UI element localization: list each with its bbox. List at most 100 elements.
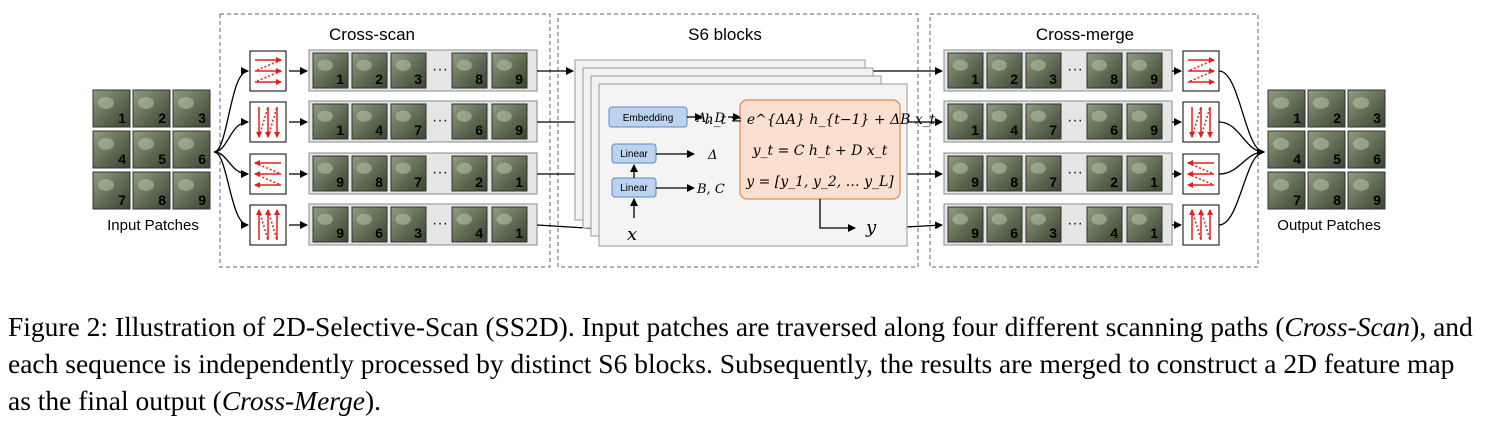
cross-merge-frame xyxy=(929,13,1259,268)
patch-image xyxy=(1267,171,1306,210)
delta-output-label: Δ xyxy=(707,148,717,163)
sequence-patch: 7 xyxy=(1025,155,1062,192)
grid-patch: 5 xyxy=(1307,130,1346,169)
patch-number: 6 xyxy=(1373,151,1381,167)
sequence-patch: 6 xyxy=(1086,103,1123,140)
figure-caption: Figure 2: Illustration of 2D-Selective-S… xyxy=(8,308,1480,419)
scan-jump xyxy=(267,209,278,241)
patch-highlight xyxy=(395,213,411,225)
bc-output-label: B, C xyxy=(696,182,725,197)
patch-number: 8 xyxy=(158,192,166,208)
patch-image xyxy=(1086,52,1123,89)
patch-image xyxy=(451,155,488,192)
patch-image xyxy=(1126,103,1163,140)
patch-image xyxy=(1307,171,1346,210)
patch-highlight xyxy=(1131,59,1147,71)
sequence-patch: 6 xyxy=(351,206,388,243)
patch-image xyxy=(1025,103,1062,140)
patch-number: 7 xyxy=(1049,174,1057,190)
patch-image xyxy=(92,89,131,128)
ellipsis: ··· xyxy=(1067,164,1083,181)
sequence-patch: 8 xyxy=(351,155,388,192)
patch-number: 3 xyxy=(414,71,422,87)
patch-image xyxy=(986,52,1023,89)
patch-highlight xyxy=(456,110,472,122)
caption-italic-cross-merge: Cross-Merge xyxy=(221,385,365,416)
patch-image xyxy=(351,52,388,89)
patch-number: 6 xyxy=(475,122,483,138)
patch-image xyxy=(491,103,528,140)
patch-image xyxy=(947,155,984,192)
patch-highlight xyxy=(456,162,472,174)
patch-highlight xyxy=(177,138,195,150)
patch-image xyxy=(947,206,984,243)
scan-path-icon xyxy=(1182,204,1220,246)
patch-number: 2 xyxy=(1333,110,1341,126)
patch-image xyxy=(351,103,388,140)
patch-number: 4 xyxy=(118,151,126,167)
patch-highlight xyxy=(952,59,968,71)
patch-image xyxy=(1126,52,1163,89)
patch-number: 3 xyxy=(198,110,206,126)
patch-highlight xyxy=(952,110,968,122)
patch-image xyxy=(1347,171,1386,210)
patch-highlight xyxy=(1272,138,1290,150)
scan-jump xyxy=(254,173,282,186)
patch-number: 8 xyxy=(1110,71,1118,87)
sequence-patch: 4 xyxy=(1086,206,1123,243)
grid-patch: 9 xyxy=(1347,171,1386,210)
patch-highlight xyxy=(952,213,968,225)
grid-patch: 4 xyxy=(1267,130,1306,169)
patch-image xyxy=(491,52,528,89)
scan-path-icon xyxy=(1182,50,1220,92)
sequence-patch: 1 xyxy=(312,52,349,89)
patch-image xyxy=(1347,130,1386,169)
patch-highlight xyxy=(1030,162,1046,174)
patch-number: 9 xyxy=(515,71,523,87)
scan-jump xyxy=(1200,209,1211,241)
patch-image xyxy=(312,155,349,192)
sequence-patch: 1 xyxy=(491,206,528,243)
patch-image xyxy=(1086,155,1123,192)
caption-text-1: Figure 2: Illustration of 2D-Selective-S… xyxy=(8,311,1285,342)
patch-highlight xyxy=(456,213,472,225)
patch-number: 2 xyxy=(158,110,166,126)
patch-number: 7 xyxy=(1049,122,1057,138)
patch-number: 6 xyxy=(1110,122,1118,138)
grid-patch: 7 xyxy=(92,171,131,210)
patch-highlight xyxy=(1352,179,1370,191)
grid-patch: 4 xyxy=(92,130,131,169)
patch-highlight xyxy=(97,138,115,150)
patch-number: 7 xyxy=(118,192,126,208)
patch-image xyxy=(1126,155,1163,192)
grid-patch: 5 xyxy=(132,130,171,169)
patch-image xyxy=(451,206,488,243)
patch-number: 4 xyxy=(1010,122,1018,138)
sequence-patch: 9 xyxy=(491,52,528,89)
patch-image xyxy=(491,155,528,192)
sequence-patch: 4 xyxy=(351,103,388,140)
grid-patch: 8 xyxy=(1307,171,1346,210)
patch-number: 5 xyxy=(158,151,166,167)
linear-label-bc: Linear xyxy=(620,183,648,194)
patch-image xyxy=(1025,52,1062,89)
patch-image xyxy=(172,89,211,128)
scan-jump xyxy=(254,70,282,83)
patch-highlight xyxy=(395,59,411,71)
patch-image xyxy=(92,130,131,169)
patch-number: 6 xyxy=(1010,225,1018,241)
sequence-patch: 1 xyxy=(947,103,984,140)
caption-italic-cross-scan: Cross-Scan xyxy=(1284,311,1411,342)
patch-number: 7 xyxy=(414,174,422,190)
patch-image xyxy=(986,155,1023,192)
input-fanout-arrow xyxy=(213,118,249,153)
grid-patch: 1 xyxy=(1267,89,1306,128)
caption-text-2: ), and each sequence is independently pr… xyxy=(8,311,1473,416)
patch-number: 9 xyxy=(1150,71,1158,87)
